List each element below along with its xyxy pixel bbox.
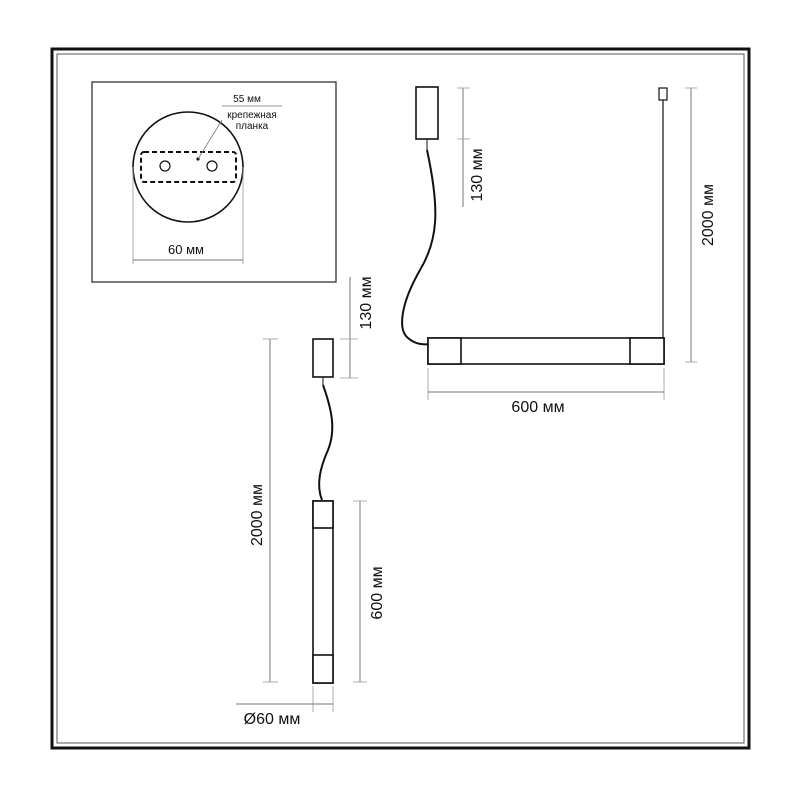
end-tube-cap-top: [312, 500, 334, 529]
side-luminaire: [427, 337, 665, 365]
side-view: 130 мм 2000 мм 600 мм: [401, 86, 717, 416]
end-tube-cap-bottom: [312, 654, 334, 684]
suspension-clip: [658, 87, 668, 101]
side-length-label: 600 мм: [511, 399, 564, 416]
canopy-diameter-label: 60 мм: [168, 242, 204, 257]
end-canopy-height-label: 130 мм: [358, 276, 375, 329]
end-total-height-label: 2000 мм: [249, 484, 266, 546]
plate-name-label-line1: крепежная: [227, 110, 277, 121]
end-tube-length-label: 600 мм: [369, 566, 386, 619]
plate-name-label-line2: планка: [236, 121, 269, 132]
side-total-height-label: 2000 мм: [700, 184, 717, 246]
mounting-hole-left: [159, 160, 171, 172]
mounting-plate: [140, 151, 237, 183]
inset-box: [91, 81, 337, 283]
plate-leader-line: [197, 119, 223, 160]
inner-frame: [56, 53, 745, 744]
canopy-top-view: 55 мм крепежная планка 60 мм: [91, 81, 337, 283]
side-endcap-left: [427, 337, 462, 365]
side-canopy: [415, 86, 439, 140]
end-view: 130 мм 2000 мм 600 мм Ø60 мм: [236, 276, 386, 728]
side-endcap-right: [629, 337, 665, 365]
end-tube-diameter-label: Ø60 мм: [244, 711, 301, 728]
end-canopy: [312, 338, 334, 378]
end-power-cable: [318, 384, 334, 501]
plate-width-label: 55 мм: [233, 94, 261, 105]
side-canopy-height-label: 130 мм: [469, 148, 486, 201]
canopy-circle: [132, 111, 244, 223]
outer-frame: [50, 47, 751, 750]
side-power-cable: [401, 149, 437, 346]
mounting-hole-right: [206, 160, 218, 172]
